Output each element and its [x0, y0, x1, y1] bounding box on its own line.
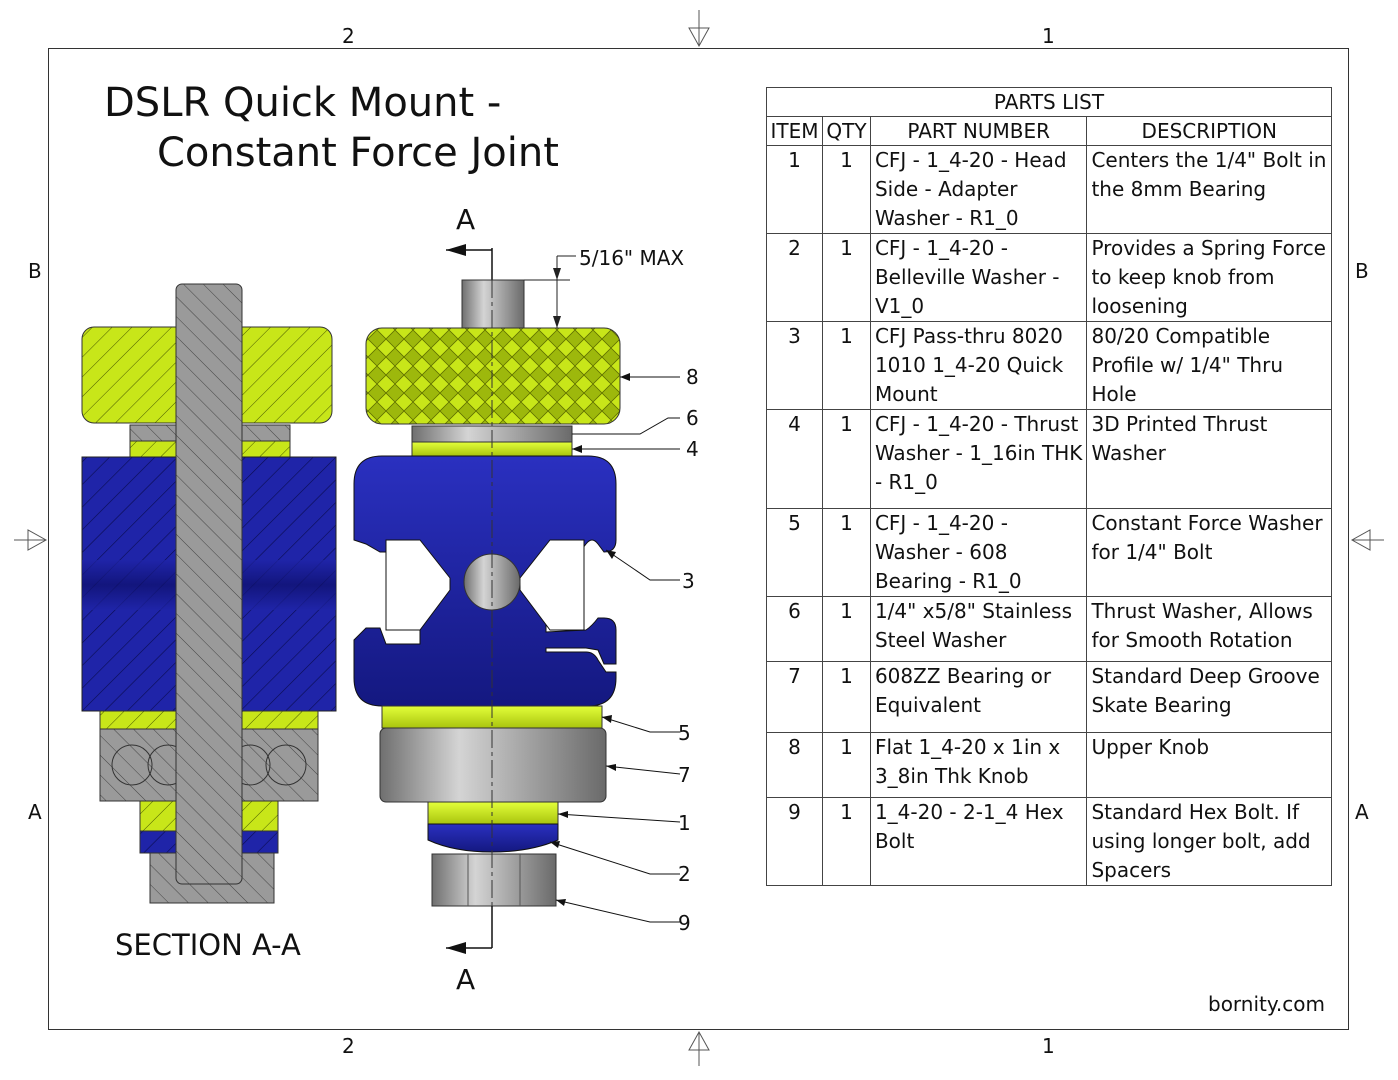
- qty-cell: 1: [821, 596, 871, 662]
- column-header-part-number: PART NUMBER: [869, 116, 1088, 146]
- zone-marker-left-lower: A: [28, 800, 42, 824]
- callout-item-7: 7: [678, 763, 691, 787]
- table-row: 6 1 1/4" x5/8" Stainless Steel Washer Th…: [766, 596, 1332, 662]
- part-number-cell: CFJ - 1_4-20 - Thrust Washer - 1_16in TH…: [869, 409, 1088, 509]
- drawing-title-line-2: Constant Force Joint: [157, 130, 559, 176]
- part-number-cell: CFJ Pass-thru 8020 1010 1_4-20 Quick Mou…: [869, 321, 1088, 410]
- description-cell: 3D Printed Thrust Washer: [1086, 409, 1332, 509]
- section-label: SECTION A-A: [115, 928, 301, 962]
- section-cut-label-top: A: [456, 203, 476, 236]
- item-cell: 9: [766, 797, 823, 886]
- qty-cell: 1: [821, 321, 871, 410]
- column-header-item: ITEM: [766, 116, 823, 146]
- item-cell: 7: [766, 661, 823, 733]
- callout-item-4: 4: [686, 437, 699, 461]
- qty-cell: 1: [821, 661, 871, 733]
- dimension-label: 5/16" MAX: [579, 246, 685, 270]
- drawing-border: [48, 48, 1349, 1030]
- table-row: 9 1 1_4-20 - 2-1_4 Hex Bolt Standard Hex…: [766, 797, 1332, 886]
- qty-cell: 1: [821, 233, 871, 322]
- zone-marker-top-left: 2: [342, 24, 355, 48]
- part-number-cell: 608ZZ Bearing or Equivalent: [869, 661, 1088, 733]
- parts-list-caption: PARTS LIST: [766, 87, 1332, 117]
- zone-marker-bottom-right: 1: [1042, 1034, 1055, 1058]
- zone-marker-right-upper: B: [1355, 259, 1369, 283]
- column-header-qty: QTY: [821, 116, 871, 146]
- part-number-cell: CFJ - 1_4-20 - Washer - 608 Bearing - R1…: [869, 508, 1088, 597]
- parts-list-caption-row: PARTS LIST: [766, 87, 1332, 117]
- callout-item-5: 5: [678, 721, 691, 745]
- description-cell: Centers the 1/4" Bolt in the 8mm Bearing: [1086, 145, 1332, 234]
- table-row: 2 1 CFJ - 1_4-20 - Belleville Washer - V…: [766, 233, 1332, 322]
- description-cell: Standard Deep Groove Skate Bearing: [1086, 661, 1332, 733]
- parts-list-header-row: ITEM QTY PART NUMBER DESCRIPTION: [766, 116, 1332, 146]
- item-cell: 5: [766, 508, 823, 597]
- callout-item-6: 6: [686, 406, 699, 430]
- part-number-cell: 1_4-20 - 2-1_4 Hex Bolt: [869, 797, 1088, 886]
- description-cell: Thrust Washer, Allows for Smooth Rotatio…: [1086, 596, 1332, 662]
- part-number-cell: CFJ - 1_4-20 - Head Side - Adapter Washe…: [869, 145, 1088, 234]
- item-cell: 4: [766, 409, 823, 509]
- zone-marker-bottom-left: 2: [342, 1034, 355, 1058]
- part-number-cell: 1/4" x5/8" Stainless Steel Washer: [869, 596, 1088, 662]
- callout-item-1: 1: [678, 811, 691, 835]
- table-row: 5 1 CFJ - 1_4-20 - Washer - 608 Bearing …: [766, 508, 1332, 597]
- table-row: 4 1 CFJ - 1_4-20 - Thrust Washer - 1_16i…: [766, 409, 1332, 509]
- zone-marker-top-right: 1: [1042, 24, 1055, 48]
- callout-item-8: 8: [686, 365, 699, 389]
- table-row: 1 1 CFJ - 1_4-20 - Head Side - Adapter W…: [766, 145, 1332, 234]
- section-view-drawing: [81, 283, 337, 904]
- callout-item-3: 3: [682, 569, 695, 593]
- item-cell: 2: [766, 233, 823, 322]
- qty-cell: 1: [821, 797, 871, 886]
- column-header-description: DESCRIPTION: [1086, 116, 1332, 146]
- drawing-title-line-1: DSLR Quick Mount -: [104, 80, 502, 126]
- item-cell: 6: [766, 596, 823, 662]
- parts-list-table: PARTS LIST ITEM QTY PART NUMBER DESCRIPT…: [766, 87, 1332, 886]
- section-cut-label-bottom: A: [456, 963, 476, 996]
- part-number-cell: Flat 1_4-20 x 1in x 3_8in Thk Knob: [869, 732, 1088, 798]
- zone-marker-right-lower: A: [1355, 800, 1369, 824]
- table-row: 7 1 608ZZ Bearing or Equivalent Standard…: [766, 661, 1332, 733]
- qty-cell: 1: [821, 508, 871, 597]
- item-cell: 3: [766, 321, 823, 410]
- zone-marker-left-upper: B: [28, 259, 42, 283]
- description-cell: Provides a Spring Force to keep knob fro…: [1086, 233, 1332, 322]
- description-cell: Standard Hex Bolt. If using longer bolt,…: [1086, 797, 1332, 886]
- assembly-view-drawing: [353, 244, 681, 954]
- table-row: 8 1 Flat 1_4-20 x 1in x 3_8in Thk Knob U…: [766, 732, 1332, 798]
- qty-cell: 1: [821, 732, 871, 798]
- footer-website: bornity.com: [1208, 992, 1325, 1016]
- description-cell: Constant Force Washer for 1/4" Bolt: [1086, 508, 1332, 597]
- callout-item-2: 2: [678, 862, 691, 886]
- table-row: 3 1 CFJ Pass-thru 8020 1010 1_4-20 Quick…: [766, 321, 1332, 410]
- qty-cell: 1: [821, 409, 871, 509]
- description-cell: 80/20 Compatible Profile w/ 1/4" Thru Ho…: [1086, 321, 1332, 410]
- item-cell: 1: [766, 145, 823, 234]
- part-number-cell: CFJ - 1_4-20 - Belleville Washer - V1_0: [869, 233, 1088, 322]
- description-cell: Upper Knob: [1086, 732, 1332, 798]
- qty-cell: 1: [821, 145, 871, 234]
- item-cell: 8: [766, 732, 823, 798]
- callout-item-9: 9: [678, 911, 691, 935]
